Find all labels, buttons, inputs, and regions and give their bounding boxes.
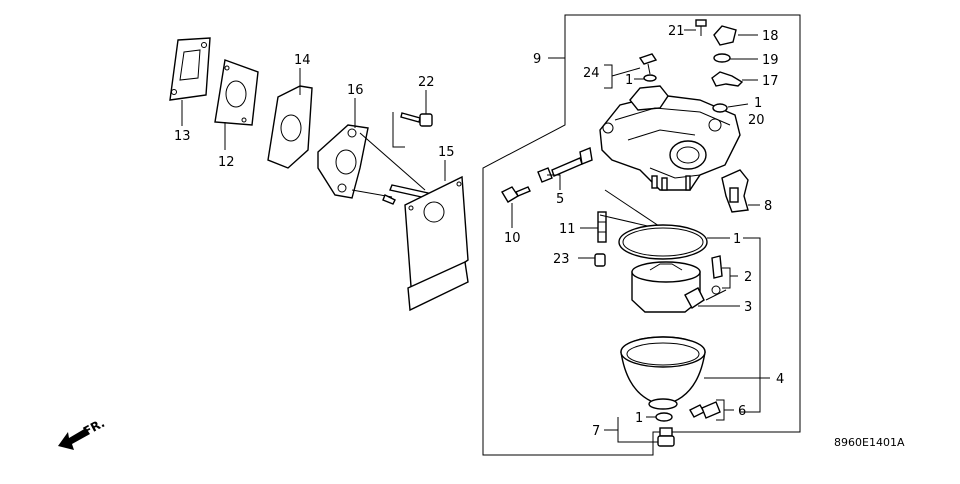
bracket-16 [317,124,429,205]
callout-23: 23 [553,252,570,267]
washer-19 [713,53,731,63]
callout-24: 24 [583,66,600,81]
callout-15: 15 [438,145,455,160]
callout-19: 19 [762,53,779,68]
float-3 [631,261,705,313]
drain-screw-6 [689,401,721,419]
leader-lines [181,29,770,443]
gasket-14 [267,85,313,169]
callout-21: 21 [668,24,685,39]
needle-2 [705,255,727,301]
screw-10 [501,186,531,203]
callout-2: 2 [744,270,752,285]
carburetor-body [599,85,741,191]
callout-3: 3 [744,300,752,315]
callout-5: 5 [556,192,564,207]
washer-1-top [643,74,657,82]
insulator-12 [214,59,259,126]
callout-16: 16 [347,83,364,98]
screw-24 [638,53,658,75]
plate-15 [404,175,469,312]
front-direction-arrow: FR. [58,416,107,450]
bracket-8 [721,169,749,213]
callout-13: 13 [174,129,191,144]
guide-line [599,189,666,231]
o-ring-1 [618,224,708,260]
callout-9: 9 [533,52,541,67]
callout-1-o-ring: 1 [733,232,741,247]
bolt-7 [657,427,675,447]
gasket-13 [169,37,211,101]
jet-11 [597,211,607,243]
bolt-22 [400,112,433,127]
callout-14: 14 [294,53,311,68]
callout-20: 20 [748,113,765,128]
callout-1-top: 1 [625,73,633,88]
callout-numbers: 13 12 14 16 22 15 9 21 18 19 17 24 1 1 2… [174,24,784,439]
callout-1-right: 1 [754,96,762,111]
callout-17: 17 [762,74,779,89]
callout-1-bottom: 1 [635,411,643,426]
callout-11: 11 [559,222,576,237]
callout-7: 7 [592,424,600,439]
callout-8: 8 [764,199,772,214]
float-bowl-4 [620,336,706,410]
assembly-outline [482,14,801,456]
callout-6: 6 [738,404,746,419]
washer-20 [712,103,728,113]
callout-12: 12 [218,155,235,170]
cap-18 [713,25,737,46]
callout-10: 10 [504,231,521,246]
washer-1-bottom [655,412,673,422]
callout-22: 22 [418,75,435,90]
diagram-code: 8960E1401A [834,436,905,449]
nozzle-23 [594,253,606,267]
callout-18: 18 [762,29,779,44]
callout-4: 4 [776,372,784,387]
screw-5 [537,147,593,183]
screw-21 [695,19,707,36]
clip-17 [711,71,744,87]
direction-label: FR. [81,416,107,439]
